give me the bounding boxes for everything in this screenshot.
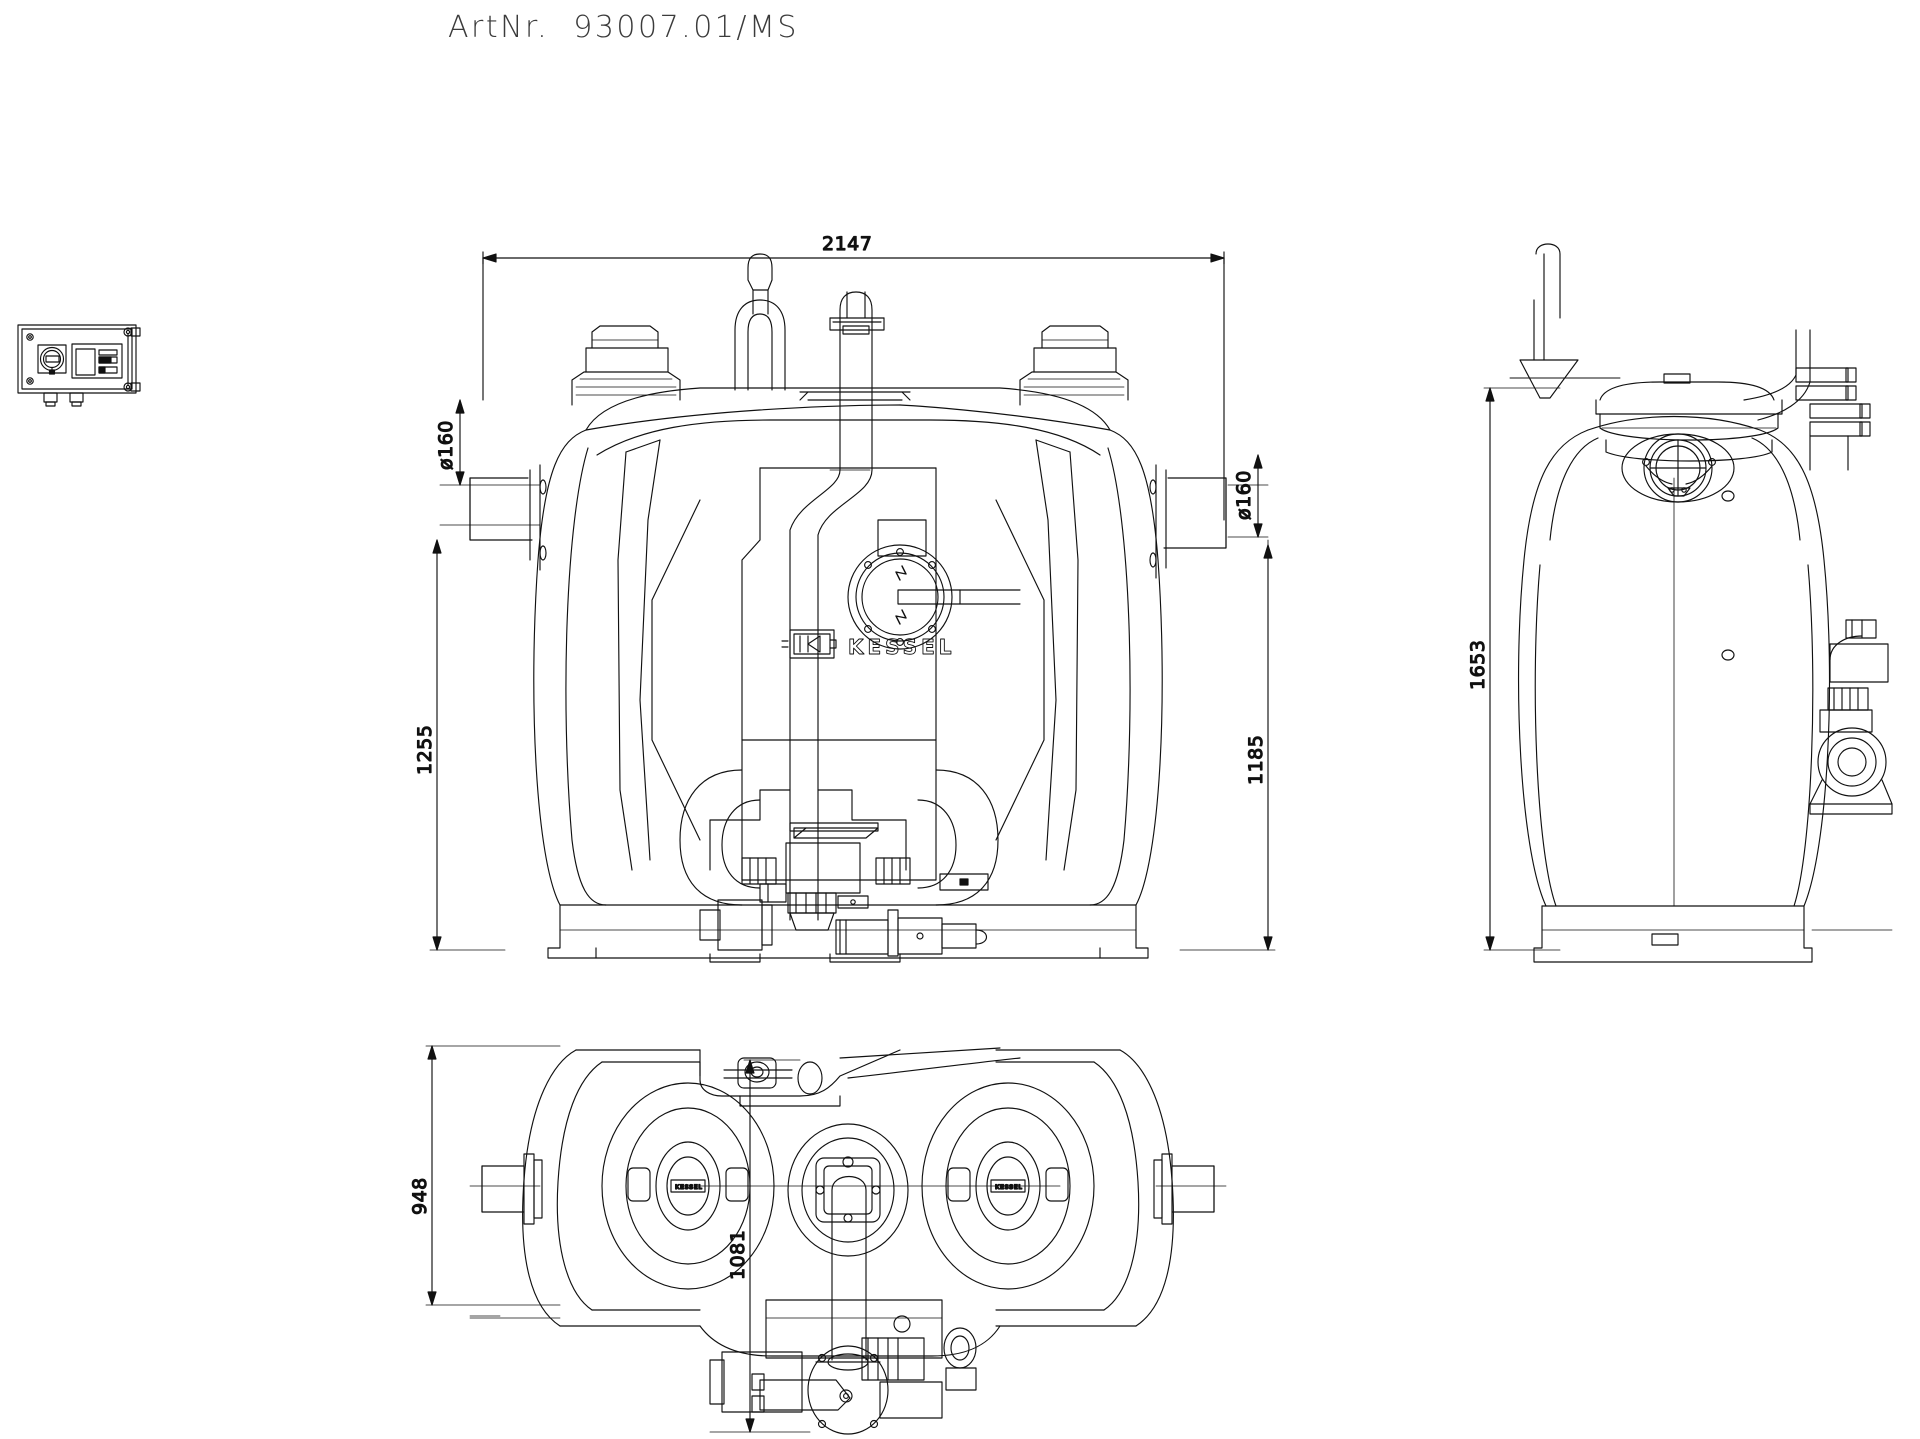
kessel-wordmark: KESSEL <box>848 635 955 659</box>
side-view-geometry: 1653 <box>1466 243 1893 963</box>
dim-label-1653: 1653 <box>1467 640 1489 690</box>
electrical-flange <box>847 544 1021 650</box>
dim-label-1081: 1081 <box>727 1230 749 1280</box>
dim-overall-width: 2147 <box>482 232 1225 521</box>
dim-depth-plan: 948 <box>408 1045 561 1306</box>
side-access-flange <box>1621 433 1735 503</box>
dim-label-diameter-left: ø160 <box>435 420 457 470</box>
kessel-plan-left-label: KESSEL <box>675 1184 702 1191</box>
control-panel-detail <box>17 324 141 407</box>
dim-label-diameter-right: ø160 <box>1233 470 1255 520</box>
plan-view-geometry: 948 1081 <box>408 1045 1227 1435</box>
front-view-geometry: 2147 ø160 ø160 <box>413 232 1276 963</box>
drawing-title: ArtNr. 93007.01/MS <box>448 10 799 45</box>
dim-inlet-right: ø160 <box>1232 454 1263 538</box>
dim-height-left: 1255 <box>413 539 506 951</box>
dim-label-1185: 1185 <box>1245 735 1267 785</box>
dim-label-1255: 1255 <box>414 725 436 775</box>
dim-label-948: 948 <box>409 1177 431 1215</box>
dim-label-2147: 2147 <box>822 233 872 255</box>
dim-inlet-left: ø160 <box>434 399 465 486</box>
kessel-plan-right-label: KESSEL <box>995 1184 1022 1191</box>
kessel-logo-front: KESSEL <box>781 629 955 659</box>
dim-height-right: 1185 <box>1179 544 1276 951</box>
dim-height-side: 1653 <box>1466 387 1561 951</box>
